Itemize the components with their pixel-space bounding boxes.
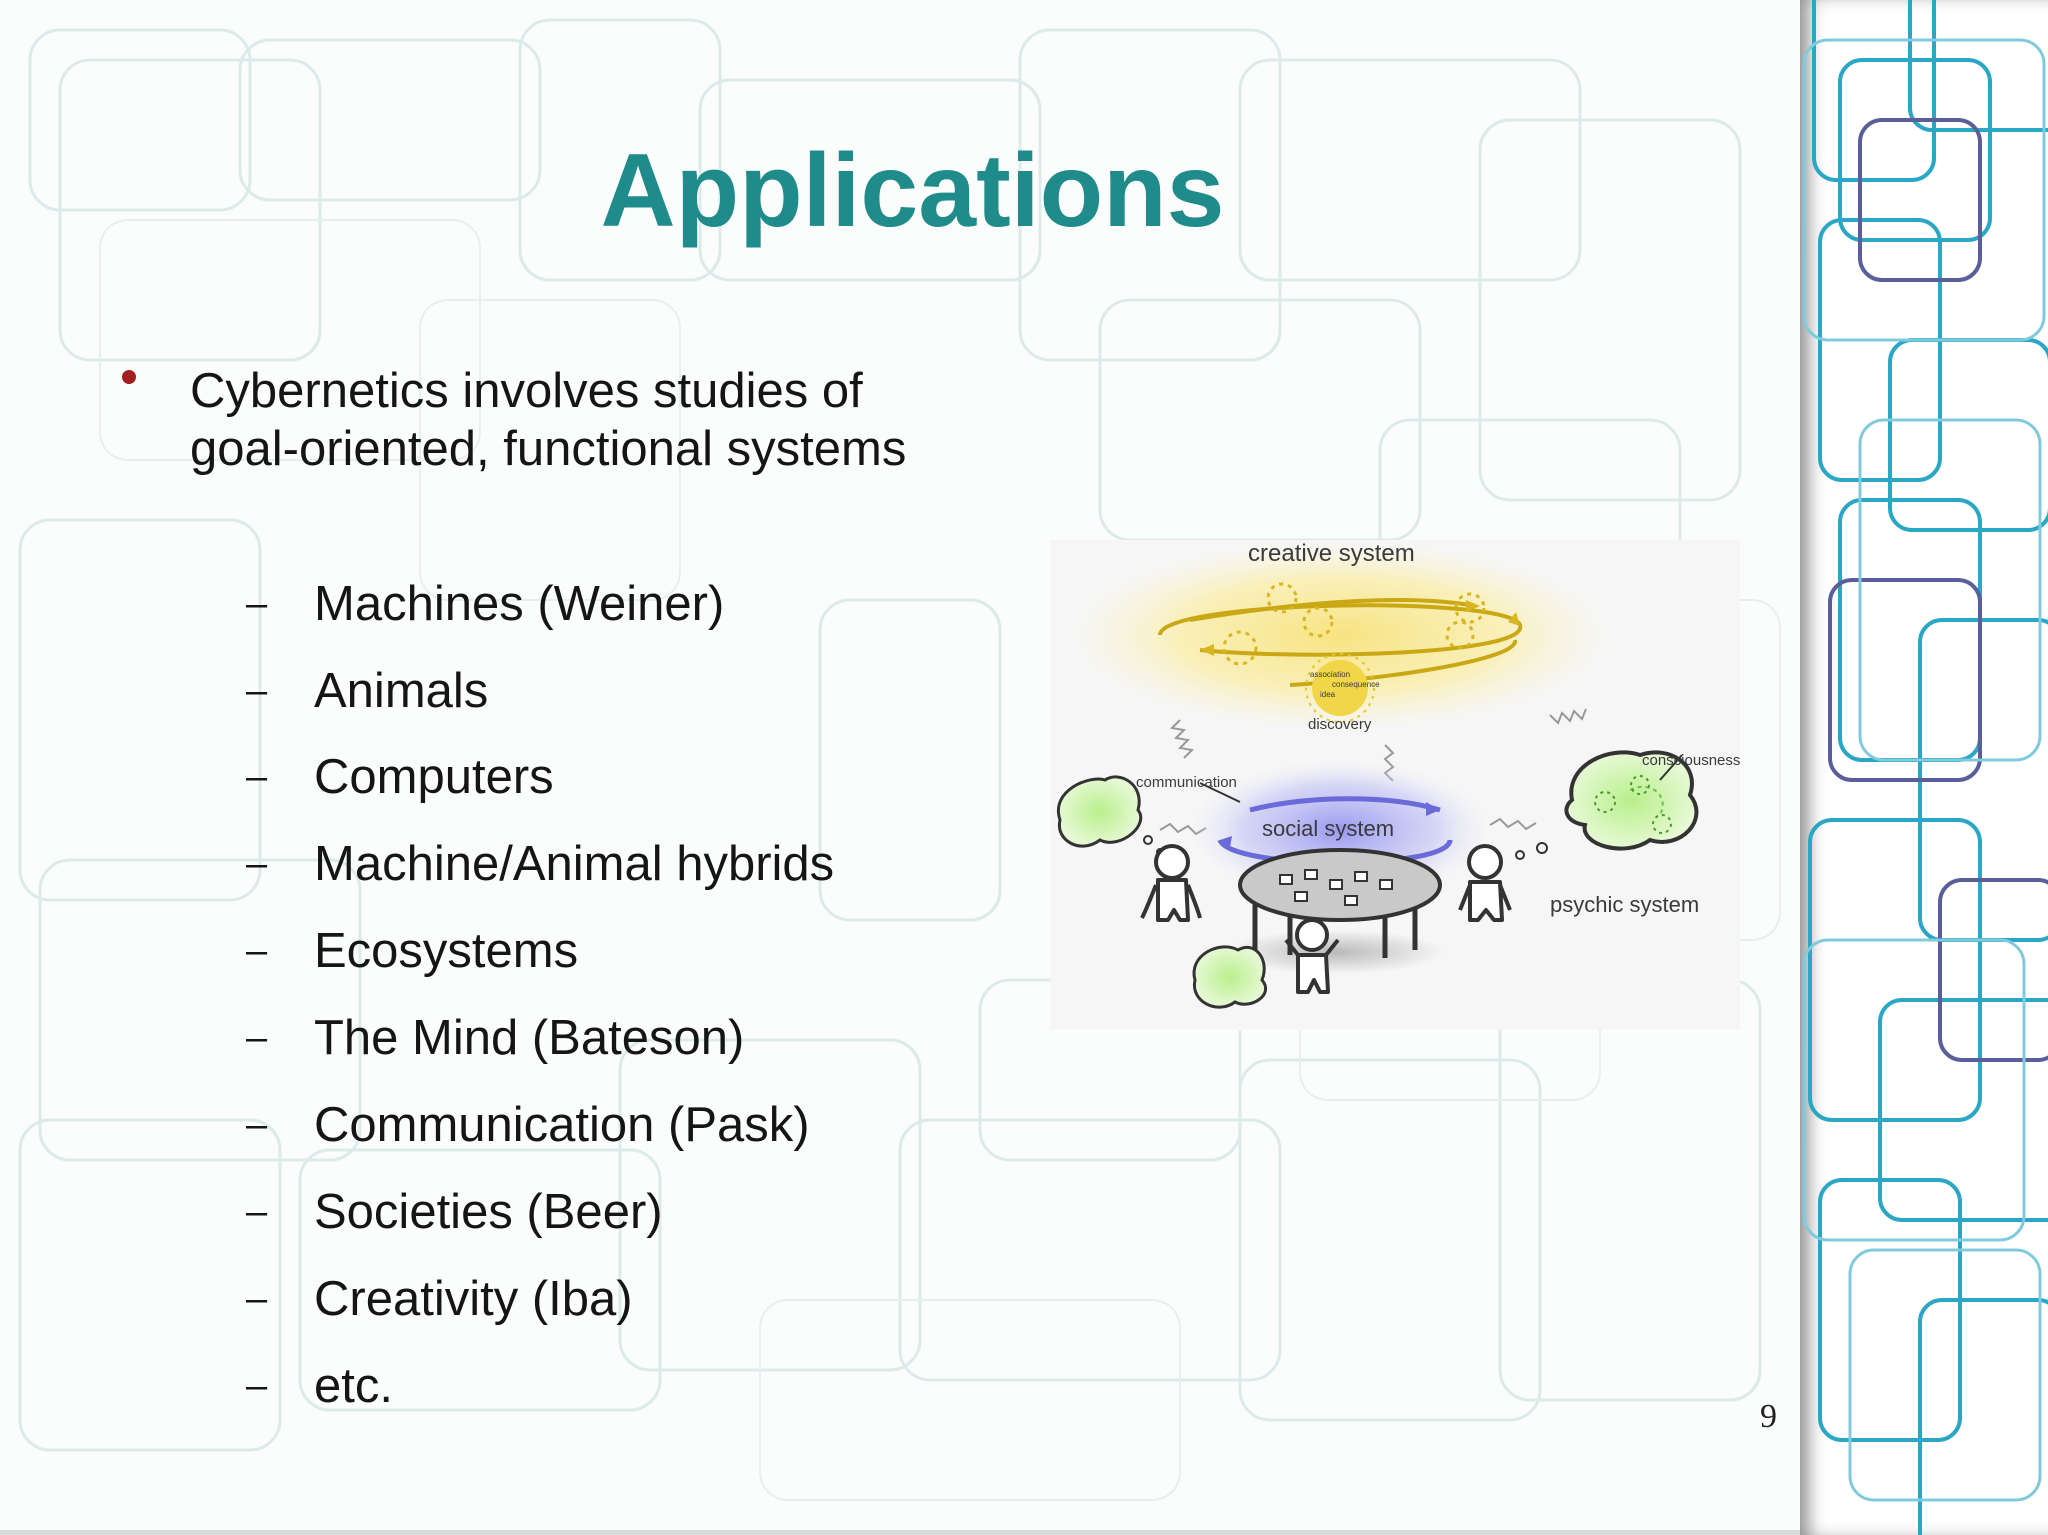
- dash-icon: –: [246, 583, 268, 625]
- sub-bullet-label: Computers: [314, 750, 554, 804]
- dash-icon: –: [246, 1191, 268, 1233]
- psychic-system-label: psychic system: [1550, 892, 1700, 917]
- sub-bullet-label: Communication (Pask): [314, 1098, 810, 1152]
- sub-bullet-item: – The Mind (Bateson): [246, 1008, 1006, 1068]
- slide-title: Applications: [600, 133, 1225, 249]
- communication-label: communication: [1136, 774, 1237, 791]
- dash-icon: –: [246, 1017, 268, 1059]
- sub-bullet-label: Ecosystems: [314, 924, 579, 978]
- main-bullet-text: Cybernetics involves studies of goal-ori…: [190, 364, 907, 476]
- discovery-label: discovery: [1308, 716, 1372, 733]
- creative-system-label: creative system: [1248, 540, 1415, 567]
- sub-bullet-item: – Communication (Pask): [246, 1095, 1006, 1155]
- dash-icon: –: [246, 1104, 268, 1146]
- dash-icon: –: [246, 756, 268, 798]
- consequence-label: consequence: [1332, 680, 1380, 689]
- sub-bullet-item: – Creativity (Iba): [246, 1269, 1006, 1329]
- dash-icon: –: [246, 930, 268, 972]
- social-system-label: social system: [1262, 816, 1395, 841]
- page-number: 9: [1760, 1398, 1777, 1435]
- sub-bullet-item: – Computers: [246, 747, 1006, 807]
- consciousness-label: consciousness: [1642, 752, 1741, 769]
- sub-bullet-label: The Mind (Bateson): [314, 1011, 745, 1065]
- decorative-side-band: [1800, 0, 2048, 1535]
- sub-bullet-item: – Societies (Beer): [246, 1182, 1006, 1242]
- sub-bullet-label: Animals: [314, 664, 489, 718]
- idea-label: idea: [1320, 690, 1336, 699]
- dash-icon: –: [246, 1365, 268, 1407]
- sub-bullet-label: Creativity (Iba): [314, 1272, 633, 1326]
- slide-bottom-edge: [0, 1530, 1800, 1535]
- systems-diagram: creative system association consequence …: [1050, 540, 1740, 1030]
- dash-icon: –: [246, 670, 268, 712]
- sub-bullet-item: – Machines (Weiner): [246, 574, 1006, 634]
- dash-icon: –: [246, 1278, 268, 1320]
- sub-bullet-label: etc.: [314, 1359, 393, 1413]
- sub-bullet-label: Machine/Animal hybrids: [314, 837, 835, 891]
- sub-bullet-label: Machines (Weiner): [314, 577, 725, 631]
- sub-bullet-item: – etc.: [246, 1356, 1006, 1416]
- association-label: association: [1310, 670, 1351, 679]
- sub-bullet-item: – Ecosystems: [246, 921, 1006, 981]
- bullet-dot-icon: [122, 370, 136, 384]
- dash-icon: –: [246, 843, 268, 885]
- sub-bullet-item: – Machine/Animal hybrids: [246, 834, 1006, 894]
- sub-bullet-label: Societies (Beer): [314, 1185, 663, 1239]
- sub-bullet-item: – Animals: [246, 661, 1006, 721]
